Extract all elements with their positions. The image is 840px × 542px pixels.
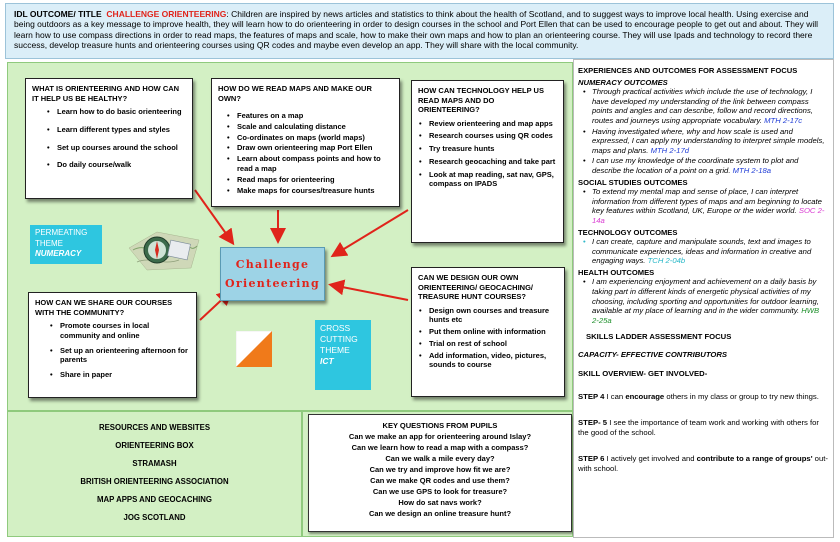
outcome-code: MTH 2-18a [732,165,772,175]
box-design-title: CAN WE DESIGN OUR OWN ORIENTEERING/ GEOC… [418,273,534,301]
box-healthy: WHAT IS ORIENTEERING AND HOW CAN IT HELP… [25,78,193,199]
list-item: Share in paper [49,370,190,380]
outcome-code: MTH 2-17d [650,145,690,155]
box-share-title: HOW CAN WE SHARE OUR COURSES WITH THE CO… [35,298,173,317]
outcome-code: MTH 2-17c [764,115,803,125]
outcome-code: HWB 2-25a [592,306,820,325]
question-item: Can we walk a mile every day? [385,454,495,463]
list-item: Look at map reading, sat nav, GPS, compa… [418,170,557,190]
outcome-item: Through practical activities which inclu… [578,87,828,125]
list-item: Design own courses and treasure hunts et… [418,306,558,326]
numeracy-heading: NUMERACY OUTCOMES [578,77,668,87]
arrow-design [328,279,409,301]
assessment-column: EXPERIENCES AND OUTCOMES FOR ASSESSMENT … [573,59,834,538]
outcome-item: I am experiencing enjoyment and achievem… [578,277,828,325]
list-item: Do daily course/walk [46,160,186,170]
box-technology-title: HOW CAN TECHNOLOGY HELP US READ MAPS AND… [418,86,544,114]
title: CHALLENGE ORIENTEERING [106,9,227,19]
resources-title: RESOURCES AND WEBSITES [98,423,211,432]
list-item: Trial on rest of school [418,339,558,349]
box-maps: HOW DO WE READ MAPS AND MAKE OUR OWN? Fe… [211,78,400,207]
list-item: Co-ordinates on maps (world maps) [226,133,393,143]
box-share: HOW CAN WE SHARE OUR COURSES WITH THE CO… [28,292,197,398]
list-item: Scale and calculating distance [226,122,393,132]
box-design: CAN WE DESIGN OUR OWN ORIENTEERING/ GEOC… [411,267,565,397]
header-text: : Children are inspired by news articles… [14,9,819,50]
resources-panel: RESOURCES AND WEBSITES ORIENTEERING BOX … [7,411,302,537]
skills-heading: SKILLS LADDER ASSESSMENT FOCUS [586,332,732,342]
outcome-item: I can create, capture and manipulate sou… [578,237,828,266]
outcome-item: I can use my knowledge of the coordinate… [578,156,828,175]
list-item: Put them online with information [418,327,558,337]
theme-line: ICT [320,356,334,366]
orienteering-flag-icon [236,331,272,367]
theme-line: CROSS [320,323,351,333]
theme-line: NUMERACY [35,249,82,258]
header-banner: IDL OUTCOME/ TITLE CHALLENGE ORIENTEERIN… [5,3,834,59]
theme-line: THEME [35,238,63,248]
list-item: Read maps for orienteering [226,175,393,185]
box-maps-title: HOW DO WE READ MAPS AND MAKE OUR OWN? [218,84,372,103]
step-4: STEP 4 I can encourage others in my clas… [578,392,819,402]
list-item: Try treasure hunts [418,144,557,154]
list-item: Set up courses around the school [46,143,186,153]
list-item: Draw own orienteering map Port Ellen [226,143,393,153]
capacity-heading: CAPACITY- EFFECTIVE CONTRIBUTORS [578,350,728,360]
question-item: Can we make an app for orienteering arou… [348,432,532,441]
question-item: Can we design an online treasure hunt? [368,509,512,518]
list-item: Review orienteering and map apps [418,119,557,129]
resource-item: MAP APPS AND GEOCACHING [97,495,212,504]
idl-label: IDL OUTCOME/ TITLE [14,9,102,19]
list-item: Research courses using QR codes [418,131,557,141]
resource-item: STRAMASH [132,459,177,468]
question-item: Can we try and improve how fit we are? [369,465,511,474]
resource-item: ORIENTEERING BOX [115,441,194,450]
outcome-item: To extend my mental map and sense of pla… [578,187,828,225]
questions-title: KEY QUESTIONS FROM PUPILS [382,421,498,430]
list-item: Learn different types and styles [46,125,186,135]
question-item: Can we make QR codes and use them? [370,476,510,485]
center-title: Challenge Orienteering [220,247,325,301]
list-item: Make maps for courses/treasure hunts [226,186,393,196]
theme-line: CUTTING [320,334,358,344]
list-item: Features on a map [226,111,393,121]
list-item: Research geocaching and take part [418,157,557,167]
resource-item: BRITISH ORIENTEERING ASSOCIATION [80,477,229,486]
health-heading: HEALTH OUTCOMES [578,267,655,277]
list-item: Learn about compass points and how to re… [226,154,393,174]
step-6: STEP 6 I actively get involved and contr… [578,454,828,474]
question-item: Can we use GPS to look for treasure? [372,487,508,496]
theme-cross-cutting: CROSS CUTTING THEME ICT [315,320,371,390]
center-line: Orienteering [225,277,320,290]
question-item: How do sat navs work? [398,498,482,507]
arrow-tech [330,209,409,258]
list-item: Learn how to do basic orienteering [46,107,186,117]
list-item: Set up an orienteering afternoon for par… [49,346,190,366]
compass-map-image [128,231,200,271]
social-heading: SOCIAL STUDIES OUTCOMES [578,177,688,187]
question-item: Can we learn how to read a map with a co… [351,443,529,452]
technology-heading: TECHNOLOGY OUTCOMES [578,227,678,237]
outcome-code: SOC 2-14a [592,206,825,225]
outcome-code: TCH 2-04b [647,256,686,266]
theme-numeracy: PERMEATING THEME NUMERACY [30,225,102,264]
list-item: Promote courses in local community and o… [49,321,190,341]
questions-box: KEY QUESTIONS FROM PUPILS Can we make an… [308,414,572,532]
overview-heading: SKILL OVERVIEW- GET INVOLVED- [578,368,708,378]
list-item: Add information, video, pictures, sounds… [418,351,558,371]
arrow-healthy [194,189,235,246]
box-technology: HOW CAN TECHNOLOGY HELP US READ MAPS AND… [411,80,564,243]
step-5: STEP- 5 I see the importance of team wor… [578,418,819,438]
box-healthy-title: WHAT IS ORIENTEERING AND HOW CAN IT HELP… [32,84,180,103]
center-line: Challenge [235,258,310,271]
outcome-item: Having investigated where, why and how s… [578,127,828,156]
theme-line: THEME [320,345,350,355]
assessment-heading: EXPERIENCES AND OUTCOMES FOR ASSESSMENT … [578,66,798,75]
resource-item: JOG SCOTLAND [123,513,186,522]
theme-line: PERMEATING [35,228,88,237]
